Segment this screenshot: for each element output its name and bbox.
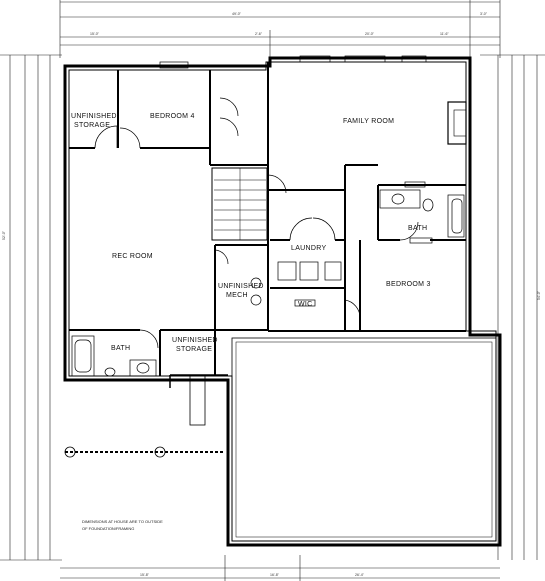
garage-area <box>169 337 497 542</box>
stair-treads <box>214 168 266 240</box>
room-label-laundry: LAUNDRY <box>291 245 326 252</box>
room-label-family-room: FAMILY ROOM <box>343 118 394 125</box>
room-label-unfinished-mech-2: MECH <box>226 292 248 299</box>
dim-bottom-seg3: 26'-4" <box>355 573 365 577</box>
door-swings <box>94 97 419 349</box>
room-label-wic: WIC <box>298 301 313 308</box>
bottom-dimension-lines <box>60 555 500 581</box>
bath-fixtures <box>71 189 465 377</box>
room-label-unfinished-mech-1: UNFINISHED <box>218 283 264 290</box>
left-dimension-lines <box>0 54 62 561</box>
room-label-bath-left: BATH <box>111 345 130 352</box>
dim-bottom-seg2: 16'-8" <box>270 573 280 577</box>
dim-right-overall: 54'-0" <box>537 290 541 300</box>
dim-top-seg3: 20'-0" <box>365 32 375 36</box>
dim-top-seg4: 11'-6" <box>440 32 449 36</box>
room-label-rec-room: REC ROOM <box>112 253 153 260</box>
right-dimension-lines <box>480 54 545 560</box>
exterior-walls <box>63 56 502 547</box>
fireplace <box>447 101 467 145</box>
interior-walls <box>69 62 466 376</box>
room-label-bath-top: BATH <box>408 225 427 232</box>
room-label-bedroom4: BEDROOM 4 <box>150 113 195 120</box>
room-label-unfinished-storage-bottom-1: UNFINISHED <box>172 337 218 344</box>
dimension-note-line2: OF FOUNDATION/FRAMING <box>82 526 134 531</box>
dim-top-seg2: 2'-6" <box>255 32 263 36</box>
top-dimension-lines <box>59 0 501 60</box>
room-label-unfinished-storage-bottom-2: STORAGE <box>176 346 212 353</box>
dim-left-overall: 52'-0" <box>2 230 6 240</box>
dim-top-seg1: 15'-0" <box>90 32 100 36</box>
dim-bottom-seg1: 15'-8" <box>140 573 150 577</box>
room-label-bedroom3: BEDROOM 3 <box>386 281 431 288</box>
dim-top-overall: 49'-0" <box>232 12 242 16</box>
windows <box>159 55 433 307</box>
dim-top-right: 3'-0" <box>480 12 488 16</box>
beam-line <box>64 446 225 458</box>
room-label-unfinished-storage-top-1: UNFINISHED <box>71 113 117 120</box>
room-label-unfinished-storage-top-2: STORAGE <box>74 122 110 129</box>
dimension-note-line1: DIMENSIONS AT HOUSE ARE TO OUTSIDE <box>82 519 163 524</box>
